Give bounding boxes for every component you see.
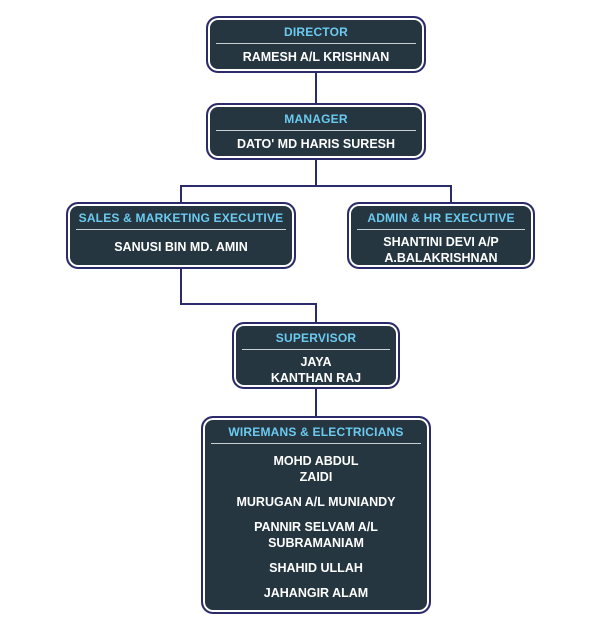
manager-title: MANAGER	[216, 105, 416, 131]
admin-hr-executive-box: ADMIN & HR EXECUTIVE SHANTINI DEVI A/P A…	[347, 202, 535, 269]
connector-sales-down	[180, 268, 182, 304]
supervisor-title: SUPERVISOR	[242, 324, 390, 350]
director-title: DIRECTOR	[216, 18, 416, 44]
director-box: DIRECTOR RAMESH A/L KRISHNAN	[206, 16, 426, 73]
supervisor-name-line1: JAYA	[300, 355, 332, 369]
connector-supervisor-wiremen	[315, 388, 317, 418]
manager-box: MANAGER DATO' MD HARIS SURESH	[206, 103, 426, 160]
connector-branch-horizontal	[180, 185, 452, 187]
supervisor-name-line2: KANTHAN RAJ	[270, 371, 362, 385]
sales-executive-title: SALES & MARKETING EXECUTIVE	[76, 204, 286, 230]
team-member: JAHANGIR ALAM	[263, 586, 369, 600]
sales-executive-name: SANUSI BIN MD. AMIN	[114, 240, 248, 254]
connector-director-manager	[315, 72, 317, 104]
team-member: MURUGAN A/L MUNIANDY	[236, 495, 396, 509]
team-member: MOHD ABDUL ZAIDI	[273, 454, 359, 484]
connector-sales-supervisor-horizontal	[180, 303, 317, 305]
director-name: RAMESH A/L KRISHNAN	[242, 50, 390, 64]
supervisor-box: SUPERVISOR JAYA KANTHAN RAJ	[232, 322, 400, 389]
team-member: PANNIR SELVAM A/L SUBRAMANIAM	[254, 520, 378, 550]
team-member: SHAHID ULLAH	[269, 561, 363, 575]
connector-manager-down	[315, 159, 317, 186]
wiremen-electricians-box: WIREMANS & ELECTRICIANS MOHD ABDUL ZAIDI…	[201, 416, 431, 614]
manager-name: DATO' MD HARIS SURESH	[236, 137, 396, 151]
admin-hr-executive-name-line1: SHANTINI DEVI A/P	[383, 235, 499, 249]
admin-hr-executive-title: ADMIN & HR EXECUTIVE	[357, 204, 525, 230]
sales-executive-box: SALES & MARKETING EXECUTIVE SANUSI BIN M…	[66, 202, 296, 269]
wiremen-electricians-title: WIREMANS & ELECTRICIANS	[211, 418, 421, 444]
admin-hr-executive-name-line2: A.BALAKRISHNAN	[384, 251, 498, 265]
connector-to-sales	[180, 185, 182, 203]
connector-to-admin	[450, 185, 452, 203]
connector-to-supervisor	[315, 303, 317, 323]
